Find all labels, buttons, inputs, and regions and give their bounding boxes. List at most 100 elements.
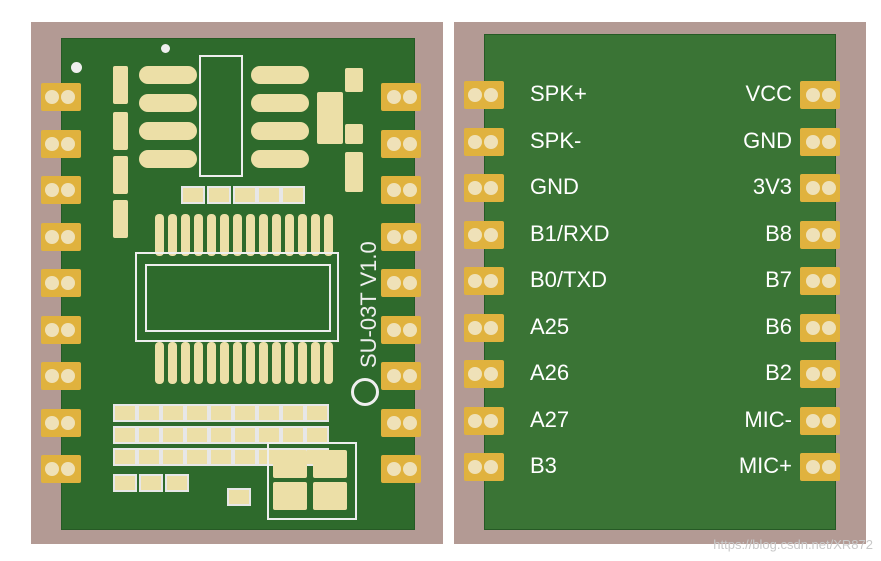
pad-hole bbox=[468, 134, 482, 149]
passive-component bbox=[161, 404, 185, 422]
smd-oval-pad bbox=[139, 94, 197, 112]
castellated-pad bbox=[381, 129, 421, 158]
pad-hole bbox=[822, 460, 836, 474]
castellated-pad bbox=[41, 408, 81, 437]
passive-component bbox=[345, 124, 363, 144]
pad-hole bbox=[403, 462, 417, 476]
pin-label-left: B3 bbox=[530, 453, 557, 478]
castellated-pad bbox=[800, 360, 840, 388]
smd-oval-pad bbox=[139, 66, 197, 84]
castellated-pad bbox=[381, 362, 421, 390]
ic-pin-pad bbox=[233, 214, 242, 256]
pad-hole bbox=[484, 181, 498, 195]
ic-pin-pad bbox=[324, 214, 333, 256]
castellated-pad bbox=[464, 174, 504, 202]
castellated-pad bbox=[41, 269, 81, 297]
pad-hole bbox=[45, 415, 59, 430]
passive-component bbox=[281, 404, 305, 422]
pad-hole bbox=[484, 320, 498, 335]
pad-hole bbox=[468, 320, 482, 335]
ic-pin-pad bbox=[194, 342, 203, 384]
passive-component bbox=[345, 68, 363, 92]
passive-component bbox=[181, 186, 205, 204]
castellated-pad bbox=[464, 220, 504, 249]
pin-label-left: SPK+ bbox=[530, 81, 587, 106]
passive-component bbox=[161, 426, 185, 444]
pin-label-right: B2 bbox=[765, 360, 792, 385]
castellated-pad bbox=[381, 269, 421, 297]
passive-component bbox=[161, 448, 185, 466]
pad-hole bbox=[822, 320, 836, 335]
pad-hole bbox=[387, 136, 401, 151]
ic-pin-pad bbox=[298, 214, 307, 256]
passive-component bbox=[137, 426, 161, 444]
pad-hole bbox=[45, 183, 59, 197]
ic-pin-pad bbox=[272, 342, 281, 384]
castellated-pad bbox=[464, 453, 504, 481]
pad-hole bbox=[806, 320, 820, 335]
crystal-pad bbox=[313, 450, 347, 478]
passive-component bbox=[207, 186, 231, 204]
pad-hole bbox=[387, 415, 401, 430]
pad-hole bbox=[806, 88, 820, 102]
pad-hole bbox=[822, 413, 836, 428]
pad-hole bbox=[468, 460, 482, 474]
pad-hole bbox=[484, 274, 498, 288]
pad-hole bbox=[484, 367, 498, 381]
castellated-pad bbox=[464, 313, 504, 342]
passive-component bbox=[137, 404, 161, 422]
pad-hole bbox=[387, 462, 401, 476]
pad-hole bbox=[387, 369, 401, 383]
passive-component bbox=[113, 474, 137, 492]
pad-hole bbox=[468, 413, 482, 428]
passive-component bbox=[113, 156, 128, 194]
pad-hole bbox=[822, 274, 836, 288]
castellated-pad bbox=[381, 83, 421, 111]
smd-oval-pad bbox=[139, 122, 197, 140]
ic-pin-pad bbox=[259, 214, 268, 256]
passive-component bbox=[113, 404, 137, 422]
ic-pin-pad bbox=[324, 342, 333, 384]
ic-outline bbox=[135, 252, 339, 342]
ic-outline bbox=[199, 55, 243, 177]
castellated-pad bbox=[41, 455, 81, 483]
castellated-pad bbox=[41, 222, 81, 251]
pad-hole bbox=[806, 367, 820, 381]
pad-hole bbox=[387, 90, 401, 104]
pin-label-right: MIC+ bbox=[738, 453, 792, 478]
passive-component bbox=[305, 404, 329, 422]
castellated-pad bbox=[800, 406, 840, 435]
ic-pin-pad bbox=[298, 342, 307, 384]
passive-component bbox=[113, 66, 128, 104]
ic-pin-pad bbox=[207, 342, 216, 384]
pad-hole bbox=[403, 369, 417, 383]
pad-hole bbox=[387, 322, 401, 337]
pad-hole bbox=[822, 88, 836, 102]
fiducial-icon bbox=[161, 44, 170, 53]
pad-hole bbox=[484, 134, 498, 149]
ic-pin-pad bbox=[272, 214, 281, 256]
pin-label-right: B6 bbox=[765, 313, 792, 339]
passive-component bbox=[233, 426, 257, 444]
passive-component bbox=[209, 426, 233, 444]
pad-hole bbox=[403, 183, 417, 197]
pin-label-right: GND bbox=[743, 127, 792, 153]
pad-hole bbox=[468, 274, 482, 288]
pad-hole bbox=[822, 227, 836, 242]
pad-hole bbox=[61, 369, 75, 383]
pin-label-right: VCC bbox=[745, 81, 792, 106]
ic-pin-pad bbox=[220, 342, 229, 384]
ic-pin-pad bbox=[207, 214, 216, 256]
ic-outline bbox=[145, 264, 331, 332]
pcb-top-view: SU-03T V1.0 bbox=[31, 22, 443, 544]
castellated-pad bbox=[464, 127, 504, 156]
ic-pin-pad bbox=[246, 342, 255, 384]
pad-hole bbox=[403, 276, 417, 290]
castellated-pad bbox=[800, 174, 840, 202]
pad-hole bbox=[822, 181, 836, 195]
watermark-text: https://blog.csdn.net/XR872 bbox=[713, 537, 873, 552]
castellated-pad bbox=[381, 176, 421, 204]
castellated-pad bbox=[464, 406, 504, 435]
pin-label-right: MIC- bbox=[744, 406, 792, 432]
